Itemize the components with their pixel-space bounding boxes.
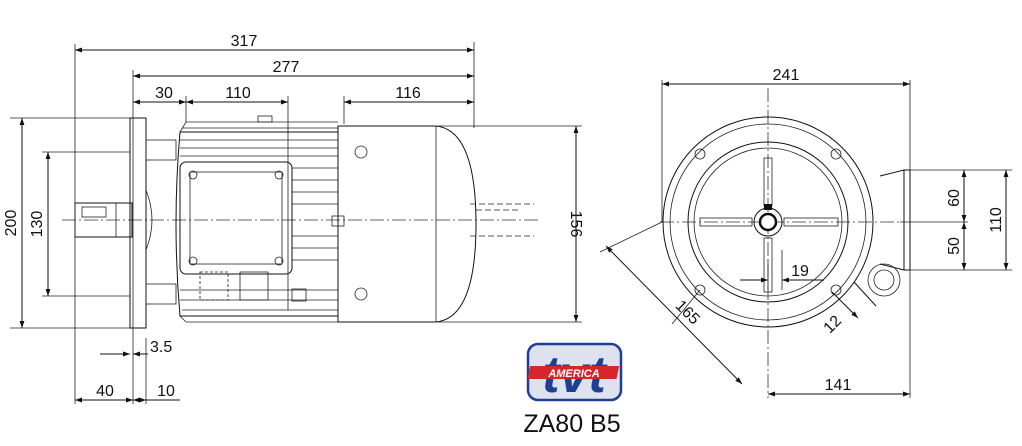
flange-curve (145, 189, 153, 251)
terminal-box-lid (189, 171, 283, 265)
terminal-box (179, 161, 293, 275)
fan-cover (337, 125, 477, 323)
dim-box-lower: 50 (946, 237, 963, 255)
flange-bolt-hole (830, 148, 842, 160)
shaft-key (81, 206, 107, 218)
motor-body-outline (687, 141, 849, 303)
logo-sub: AMERICA (547, 368, 599, 380)
terminal-screw (188, 170, 198, 180)
front-dimension-lines (605, 81, 1009, 397)
dim-spigot-diameter: 130 (29, 211, 46, 238)
flange-spigot-top (145, 139, 177, 161)
bolt-head (354, 145, 368, 159)
dim-body-length: 277 (273, 59, 300, 76)
dim-flange-to-box: 30 (155, 85, 173, 102)
flange-bolt-hole (694, 148, 706, 160)
fan-spoke (783, 217, 839, 227)
tvt-america-logo: tvt AMERICA (526, 342, 623, 404)
flange-inner (669, 123, 867, 321)
dim-center-to-box: 141 (825, 377, 852, 394)
rear-shaft-stub (470, 203, 534, 237)
spigot-circle (693, 147, 843, 297)
side-view: 317 277 30 110 116 200 130 156 3.5 40 10 (3, 33, 584, 404)
cable-gland-inner (873, 269, 895, 291)
shaft-keyway (764, 204, 772, 210)
dim-spigot-depth: 3.5 (150, 339, 172, 356)
terminal-box-cover (903, 169, 911, 271)
dim-bolt-hole: 12 (821, 312, 846, 337)
cable-gland (239, 271, 269, 301)
lifting-eye (257, 115, 273, 123)
extension-lines (10, 42, 582, 404)
fan-spoke (763, 237, 773, 293)
front-view: 241 60 50 110 19 165 12 141 (599, 67, 1012, 398)
terminal-box-side (879, 169, 905, 271)
dim-fan-cover-length: 116 (395, 85, 421, 102)
flange-outline (662, 116, 874, 328)
dim-box-upper: 60 (946, 189, 963, 207)
flange-bolt-hole (830, 284, 842, 296)
terminal-screw (188, 256, 198, 266)
dim-overall-length: 317 (231, 33, 258, 50)
dim-terminal-box-width: 110 (225, 85, 251, 102)
bolt-head (354, 287, 368, 301)
dimension-lines (19, 47, 579, 403)
cable-gland (199, 271, 229, 301)
dim-shaft-diameter: 19 (791, 263, 809, 280)
dim-flange-thickness: 10 (157, 383, 175, 400)
motor-body (175, 131, 339, 317)
dim-flange-diameter: 200 (3, 210, 20, 237)
fan-spoke (699, 217, 753, 227)
terminal-screw (274, 170, 284, 180)
earth-terminal (291, 288, 307, 302)
cable-gland-side (867, 263, 901, 297)
terminal-screw (274, 256, 284, 266)
dim-overall-width: 241 (773, 67, 800, 84)
cooling-fins (179, 121, 338, 323)
dim-pitch-circle: 165 (672, 297, 703, 328)
dim-box-height: 110 (988, 207, 1005, 233)
flange (129, 117, 147, 329)
shaft-bore (758, 212, 778, 232)
cover-clip (331, 215, 345, 227)
model-label: ZA80 B5 (523, 410, 620, 438)
dim-body-diameter: 156 (567, 211, 584, 238)
flange-spigot-bottom (145, 283, 177, 305)
dim-shaft-length: 40 (96, 383, 114, 400)
logo-band (527, 366, 620, 379)
